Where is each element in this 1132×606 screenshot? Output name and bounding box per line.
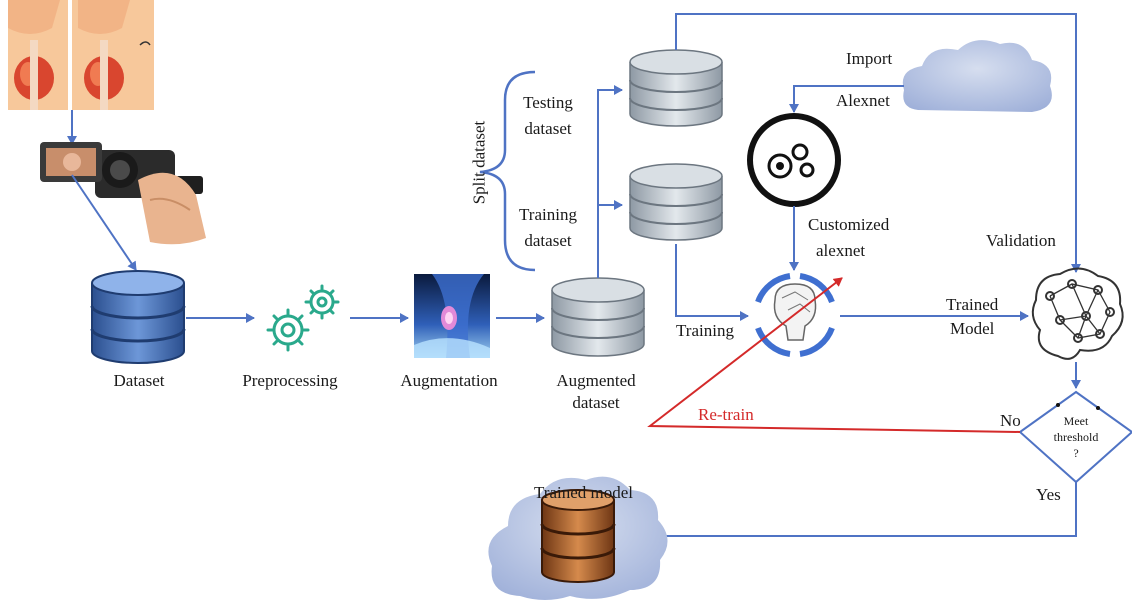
label-training: Training	[676, 321, 734, 340]
gear-circle-icon	[747, 113, 841, 207]
video-camera-icon	[40, 142, 206, 245]
label-trained-model-line1: Trained	[946, 295, 999, 314]
augmented-dataset-database-icon	[551, 277, 645, 357]
arrow-retrain	[647, 277, 1021, 433]
label-import: Import	[846, 49, 893, 68]
decision-line3: ?	[1073, 446, 1079, 460]
label-no: No	[1000, 411, 1021, 430]
decision-dot-right	[1096, 406, 1100, 410]
arrow-split-to-testing	[597, 85, 623, 278]
training-dataset-database-icon	[629, 163, 723, 241]
testing-dataset-database-icon	[629, 49, 723, 127]
decision-line1: Meet	[1063, 414, 1089, 428]
label-dataset: Dataset	[113, 371, 165, 390]
label-augmented-line1: Augmented	[556, 371, 636, 390]
label-augmentation: Augmentation	[400, 371, 498, 390]
label-testing-line1: Testing	[523, 93, 573, 112]
label-trained-model-line2: Model	[950, 319, 995, 338]
arrow-training-to-model	[675, 244, 749, 321]
training-cycle-icon	[755, 273, 835, 357]
decision-line2: threshold	[1053, 430, 1099, 444]
arrow-import-alexnet	[789, 85, 904, 113]
brain-network-icon	[1031, 267, 1124, 360]
label-customized-line1: Customized	[808, 215, 890, 234]
thyroid-illustration-icon	[8, 0, 154, 110]
database-icon	[90, 270, 186, 364]
label-split-dataset: Split dataset	[469, 120, 489, 205]
label-augmented-line2: dataset	[572, 393, 620, 412]
label-customized-line2: alexnet	[816, 241, 866, 260]
gears-icon	[266, 284, 340, 352]
arrow-testing-to-validation	[675, 13, 1081, 273]
neck-scan-image-icon	[414, 274, 490, 358]
split-brace	[479, 70, 536, 272]
label-testing-line2: dataset	[524, 119, 572, 138]
label-final-trained-model: Trained model	[534, 483, 634, 502]
label-yes: Yes	[1036, 485, 1061, 504]
label-validation: Validation	[986, 231, 1056, 250]
label-training-dataset-line2: dataset	[524, 231, 572, 250]
cloud-icon	[902, 40, 1052, 112]
decision-dot-left	[1056, 403, 1060, 407]
arrow-camera-to-dataset	[71, 174, 137, 271]
label-retrain: Re-train	[698, 405, 754, 424]
trained-model-database-icon	[540, 489, 616, 583]
label-preprocessing: Preprocessing	[242, 371, 338, 390]
label-training-dataset-line1: Training	[519, 205, 577, 224]
arrow-yes-to-trained-model	[639, 482, 1077, 541]
label-alexnet: Alexnet	[836, 91, 890, 110]
